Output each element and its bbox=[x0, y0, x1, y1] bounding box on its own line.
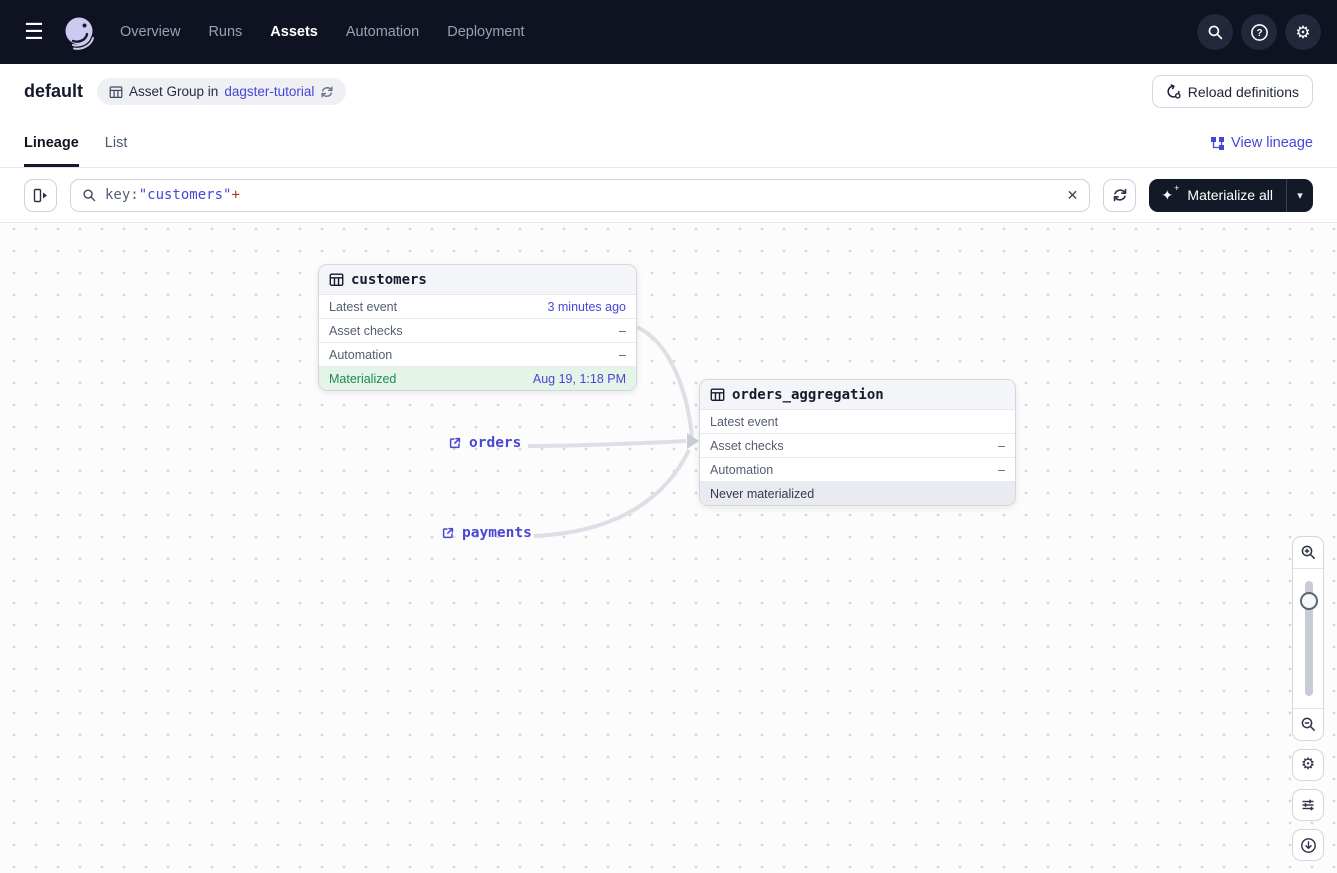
external-asset-orders[interactable]: orders bbox=[448, 435, 521, 451]
clear-filter-icon[interactable]: ✕ bbox=[1066, 186, 1079, 203]
materialize-options-button[interactable]: ▾ bbox=[1286, 178, 1313, 212]
zoom-slider bbox=[1293, 569, 1323, 708]
zoom-in-button[interactable] bbox=[1293, 537, 1323, 569]
help-button[interactable]: ? bbox=[1241, 14, 1277, 50]
latest-event-time[interactable]: 3 minutes ago bbox=[547, 299, 626, 314]
asset-group-badge: Asset Group in dagster-tutorial bbox=[97, 78, 347, 105]
node-row-asset-checks: Asset checks – bbox=[319, 318, 636, 342]
external-asset-payments[interactable]: payments bbox=[441, 525, 532, 541]
search-button[interactable] bbox=[1197, 14, 1233, 50]
view-lineage-link[interactable]: View lineage bbox=[1210, 135, 1313, 151]
external-link-icon bbox=[442, 527, 454, 539]
zoom-slider-track[interactable] bbox=[1305, 581, 1313, 696]
graph-toolbar: key: "customers" + ✕ ✦ + Materialize all… bbox=[0, 168, 1337, 223]
nav-item-deployment[interactable]: Deployment bbox=[447, 24, 525, 40]
table-icon bbox=[710, 388, 725, 401]
edge-arrow-icon bbox=[687, 433, 699, 449]
sync-icon[interactable] bbox=[320, 85, 334, 99]
node-row-asset-checks: Asset checks – bbox=[700, 433, 1015, 457]
zoom-out-icon bbox=[1301, 717, 1315, 731]
reload-icon bbox=[1167, 84, 1181, 99]
node-row-never-materialized: Never materialized bbox=[700, 481, 1015, 505]
recenter-button[interactable] bbox=[1292, 829, 1324, 861]
top-nav: ☰ Overview Runs Assets Automation Deploy… bbox=[0, 0, 1337, 64]
asset-node-orders-aggregation[interactable]: orders_aggregation Latest event Asset ch… bbox=[699, 379, 1016, 506]
query-field: key: bbox=[105, 187, 139, 203]
external-link-icon bbox=[449, 437, 461, 449]
materialize-all-split-button: ✦ + Materialize all ▾ bbox=[1149, 178, 1313, 212]
settings-button[interactable]: ⚙ bbox=[1285, 14, 1321, 50]
help-icon: ? bbox=[1250, 23, 1268, 41]
tab-list[interactable]: List bbox=[104, 135, 128, 151]
chevron-down-icon: ▾ bbox=[1297, 189, 1303, 202]
code-location-link[interactable]: dagster-tutorial bbox=[224, 84, 315, 99]
table-icon bbox=[329, 273, 344, 286]
asset-name: orders_aggregation bbox=[732, 386, 884, 403]
filter-query[interactable]: key: "customers" + bbox=[105, 187, 240, 203]
zoom-slider-knob[interactable] bbox=[1300, 592, 1318, 610]
node-row-materialized: Materialized Aug 19, 1:18 PM bbox=[319, 366, 636, 390]
lineage-canvas[interactable]: customers Latest event 3 minutes ago Ass… bbox=[0, 223, 1337, 873]
query-value: "customers" bbox=[138, 187, 232, 203]
dagster-logo[interactable] bbox=[60, 13, 98, 51]
asset-filter-input[interactable]: key: "customers" + ✕ bbox=[70, 178, 1091, 212]
materialize-all-button[interactable]: ✦ + Materialize all bbox=[1161, 182, 1273, 203]
svg-text:?: ? bbox=[1256, 27, 1262, 38]
gear-icon: ⚙ bbox=[1295, 22, 1311, 42]
badge-prefix: Asset Group in bbox=[129, 84, 219, 99]
primary-nav: Overview Runs Assets Automation Deployme… bbox=[120, 24, 525, 40]
page-header: default Asset Group in dagster-tutorial … bbox=[0, 64, 1337, 119]
nav-item-assets[interactable]: Assets bbox=[270, 24, 318, 40]
query-suffix: + bbox=[231, 187, 240, 203]
graph-settings-button[interactable]: ⚙ bbox=[1292, 749, 1324, 781]
materialized-time[interactable]: Aug 19, 1:18 PM bbox=[532, 371, 626, 386]
never-materialized-status: Never materialized bbox=[710, 486, 815, 501]
nav-item-overview[interactable]: Overview bbox=[120, 24, 181, 40]
zoom-in-icon bbox=[1301, 545, 1315, 559]
search-icon bbox=[1208, 25, 1222, 39]
sparkle-icon: ✦ + bbox=[1161, 182, 1180, 203]
node-row-automation: Automation – bbox=[319, 342, 636, 366]
search-icon bbox=[83, 188, 96, 201]
materialized-status: Materialized bbox=[329, 371, 397, 386]
refresh-graph-button[interactable] bbox=[1103, 178, 1137, 212]
reload-definitions-button[interactable]: Reload definitions bbox=[1151, 75, 1313, 108]
node-row-automation: Automation – bbox=[700, 457, 1015, 481]
panel-expand-icon bbox=[33, 188, 47, 202]
lineage-icon bbox=[1211, 136, 1225, 150]
node-row-latest-event: Latest event 3 minutes ago bbox=[319, 294, 636, 318]
sliders-icon bbox=[1302, 799, 1314, 811]
menu-icon[interactable]: ☰ bbox=[24, 19, 44, 44]
arrow-down-circle-icon bbox=[1300, 837, 1316, 853]
nav-item-automation[interactable]: Automation bbox=[345, 24, 420, 40]
tabs-bar: Lineage List View lineage bbox=[0, 119, 1337, 168]
open-sidebar-button[interactable] bbox=[24, 178, 57, 212]
lineage-edges bbox=[527, 325, 699, 538]
asset-node-customers[interactable]: customers Latest event 3 minutes ago Ass… bbox=[318, 264, 637, 391]
nav-item-runs[interactable]: Runs bbox=[208, 24, 243, 40]
zoom-control bbox=[1292, 536, 1324, 741]
graph-filters-button[interactable] bbox=[1292, 789, 1324, 821]
asset-name: customers bbox=[351, 271, 427, 288]
gear-icon: ⚙ bbox=[1300, 756, 1316, 773]
refresh-icon bbox=[1113, 188, 1127, 202]
node-row-latest-event: Latest event bbox=[700, 409, 1015, 433]
page-title: default bbox=[24, 81, 84, 101]
tab-lineage[interactable]: Lineage bbox=[24, 119, 79, 167]
zoom-out-button[interactable] bbox=[1293, 708, 1323, 740]
table-icon bbox=[109, 85, 123, 98]
